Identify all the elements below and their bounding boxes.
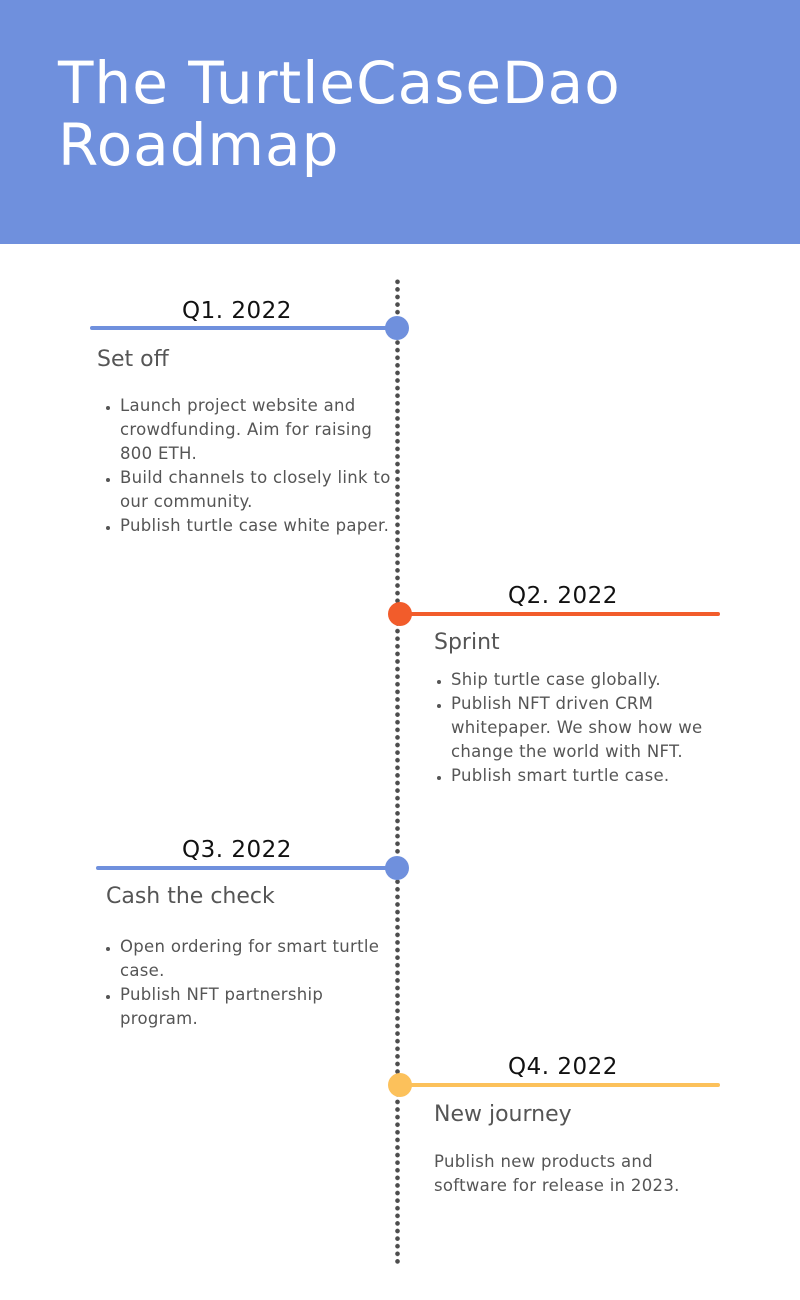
list-item: Build channels to closely link to our co… (120, 466, 400, 514)
q3-connector-line (96, 866, 398, 870)
q3-quarter-label: Q3. 2022 (182, 837, 292, 863)
q4-heading: New journey (434, 1102, 572, 1127)
q2-quarter-label: Q2. 2022 (508, 583, 618, 609)
q1-item-list: Launch project website and crowdfunding.… (98, 394, 400, 538)
q2-connector-line (398, 612, 720, 616)
timeline-dotted-line (395, 278, 400, 1266)
q1-heading: Set off (97, 347, 169, 372)
page-title-line2: Roadmap (58, 111, 340, 179)
list-item: Publish NFT partnership program. (120, 983, 380, 1031)
q4-connector-line (398, 1083, 720, 1087)
q2-timeline-dot (388, 602, 412, 626)
list-item: Ship turtle case globally. (451, 668, 751, 692)
list-item: Launch project website and crowdfunding.… (120, 394, 400, 466)
q4-quarter-label: Q4. 2022 (508, 1054, 618, 1080)
q3-item-list: Open ordering for smart turtle case. Pub… (98, 935, 380, 1031)
q2-item-list: Ship turtle case globally. Publish NFT d… (429, 668, 751, 788)
q3-heading: Cash the check (106, 884, 275, 909)
q2-heading: Sprint (434, 630, 500, 655)
q4-timeline-dot (388, 1073, 412, 1097)
list-item: Publish NFT driven CRM whitepaper. We sh… (451, 692, 751, 764)
page-title-line1: The TurtleCaseDao (58, 49, 621, 117)
q3-timeline-dot (385, 856, 409, 880)
q1-quarter-label: Q1. 2022 (182, 298, 292, 324)
q4-description: Publish new products and software for re… (434, 1152, 680, 1195)
q1-connector-line (90, 326, 398, 330)
list-item: Publish turtle case white paper. (120, 514, 400, 538)
list-item: Publish smart turtle case. (451, 764, 751, 788)
list-item: Open ordering for smart turtle case. (120, 935, 380, 983)
q1-timeline-dot (385, 316, 409, 340)
